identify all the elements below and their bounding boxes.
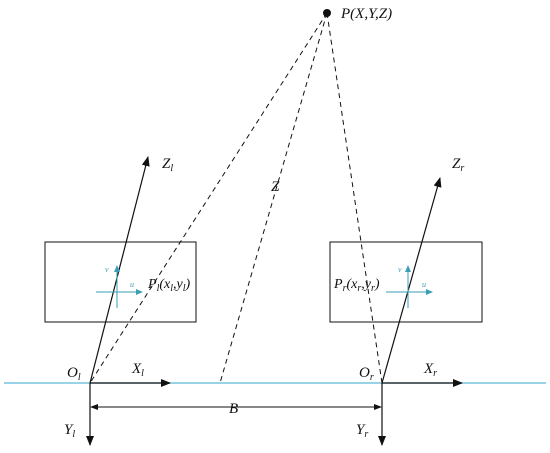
right-image-point-label: Pr(xr,yr) [333, 277, 380, 294]
left-x-axis-label: Xl [131, 361, 144, 379]
right-z-axis-label: Zr [452, 156, 464, 174]
left-image-u-label: u [130, 280, 134, 289]
right-image-v-label: v [398, 265, 402, 274]
left-y-axis-label: Yl [64, 422, 75, 440]
depth-line [219, 12, 328, 384]
left-z-axis-label: Zl [162, 156, 173, 174]
left-image-point-label: Pl(xl,yl) [147, 277, 191, 294]
left-image-v-label: v [105, 265, 109, 274]
baseline-label: B [229, 401, 238, 417]
left-origin-label: Ol [67, 365, 81, 383]
depth-label: Z [271, 179, 280, 195]
world-point [323, 9, 331, 17]
right-y-axis-label: Yr [356, 422, 368, 440]
world-point-label: P(X,Y,Z) [340, 6, 392, 22]
right-origin-label: Or [359, 365, 374, 383]
projection-line-left [89, 12, 328, 384]
right-x-axis-label: Xr [423, 361, 437, 379]
right-image-u-label: u [422, 280, 426, 289]
left-image-plane [44, 241, 197, 323]
right-image-plane [329, 241, 483, 323]
right-z-axis [381, 177, 442, 384]
left-z-axis [89, 156, 150, 384]
projection-line-right [326, 12, 383, 384]
